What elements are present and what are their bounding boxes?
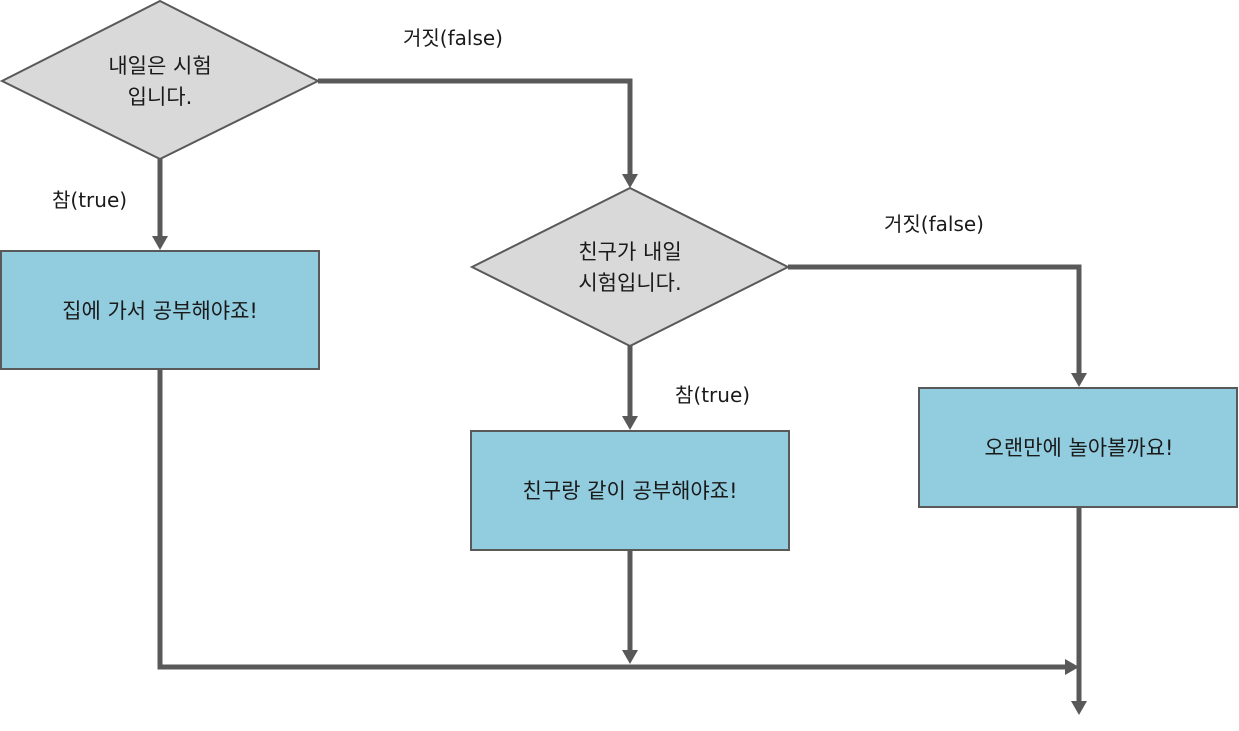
decision-label-line-2: 입니다. xyxy=(128,85,193,109)
decision-label-line-1: 내일은 시험 xyxy=(108,54,211,78)
edge-friend-true-arrow xyxy=(622,416,638,430)
process-label: 친구랑 같이 공부해야죠! xyxy=(523,479,738,503)
edge-exam-true-arrow xyxy=(152,236,168,250)
process-label: 오랜만에 놀아볼까요! xyxy=(985,436,1174,460)
process-box xyxy=(470,430,790,551)
decision-friend-exam: 친구가 내일 시험입니다. xyxy=(469,186,791,348)
edge-exam-false-line xyxy=(318,78,633,176)
edge-label-exam-false: 거짓(false) xyxy=(403,26,503,50)
edge-label-friend-false: 거짓(false) xyxy=(884,212,984,236)
decision-diamond xyxy=(469,186,791,348)
decision-label-line-2: 시험입니다. xyxy=(578,271,681,295)
process-study-friend: 친구랑 같이 공부해야죠! xyxy=(470,430,790,551)
edge-label-exam-true: 참(true) xyxy=(52,188,127,212)
process-play: 오랜만에 놀아볼까요! xyxy=(918,387,1238,508)
merge-line-left xyxy=(157,369,1067,670)
process-label: 집에 가서 공부해야죠! xyxy=(62,299,258,323)
merge-arrow-right xyxy=(1065,659,1079,675)
decision-diamond xyxy=(0,0,321,161)
decision-exam-tomorrow: 내일은 시험 입니다. xyxy=(0,0,321,161)
process-box xyxy=(918,387,1238,508)
process-study-home: 집에 가서 공부해야죠! xyxy=(0,250,320,370)
process-box xyxy=(0,250,320,370)
merge-arrow-middle xyxy=(622,650,638,664)
decision-label-line-1: 친구가 내일 xyxy=(578,240,681,264)
edge-exam-false-arrow xyxy=(622,174,638,188)
edge-friend-false-arrow xyxy=(1071,373,1087,387)
edge-label-friend-true: 참(true) xyxy=(675,383,750,407)
exit-arrow xyxy=(1071,701,1087,715)
edge-friend-false-line xyxy=(788,264,1082,375)
